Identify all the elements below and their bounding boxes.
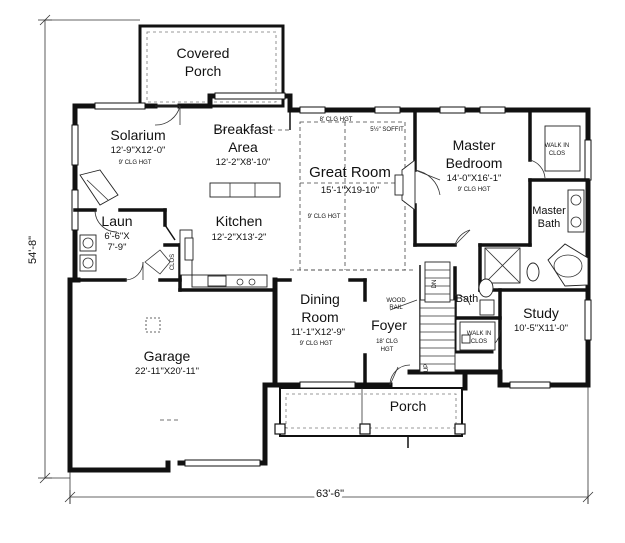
- garage-fixtures: [145, 317, 161, 333]
- garage-label: Garage: [144, 348, 191, 364]
- garage-dims: 22'-11"X20'-11": [135, 366, 199, 377]
- master-bedroom-label-line1: Master: [453, 137, 496, 153]
- closet-label: CLOS: [170, 254, 176, 270]
- laundry-fixtures: [79, 234, 171, 275]
- wood-rail-line1: WOOD: [386, 298, 406, 304]
- laundry-dims-line2: 7'-9": [108, 242, 127, 253]
- great-room-dims: 15'-1"X19-10": [321, 185, 379, 196]
- breakfast-label-line1: Breakfast: [213, 121, 272, 137]
- dining-dims: 11'-1"X12'-9": [291, 327, 345, 338]
- master-bedroom-dims: 14'-0"X16'-1": [447, 173, 502, 184]
- fireplace: [394, 159, 416, 211]
- porch-label: Porch: [390, 398, 427, 414]
- room-kitchen: Kitchen 12'-2"X13'-2": [212, 213, 267, 243]
- foyer-label: Foyer: [371, 317, 407, 333]
- solarium-dims: 12'-9"X12'-0": [111, 145, 166, 156]
- kitchen-fixtures: [179, 182, 281, 288]
- foyer-ceiling-line2: HGT: [381, 347, 394, 353]
- room-laundry: Laun 6'-6"X 7'-9": [101, 213, 132, 253]
- great-room-soffit-note: 5½" SOFFIT: [370, 126, 404, 133]
- master-bedroom-ceiling-note: 9' CLG HGT: [458, 187, 491, 193]
- dining-label-line2: Room: [301, 309, 338, 325]
- covered-porch-label-line2: Porch: [185, 63, 222, 79]
- solarium-corner-unit: [79, 169, 119, 206]
- room-foyer: WOOD RAIL Foyer 18' CLG HGT DN UP: [371, 280, 438, 373]
- great-room-label: Great Room: [309, 164, 391, 181]
- windows: [71, 92, 592, 467]
- walk-in-study-line2: CLOS: [471, 339, 487, 345]
- overall-width-label: 63'-6": [316, 488, 344, 500]
- room-master-bath: Master Bath: [532, 205, 566, 230]
- overall-depth-label: 54'-8": [27, 236, 39, 264]
- laundry-label: Laun: [101, 213, 132, 229]
- breakfast-dims: 12'-2"X8'-10": [216, 157, 271, 168]
- master-bath-label-line1: Master: [532, 205, 566, 217]
- room-covered-porch: Covered Porch: [177, 45, 230, 79]
- stairs-up-label: UP: [424, 364, 430, 372]
- room-master-bedroom: Master Bedroom 14'-0"X16'-1" 9' CLG HGT: [446, 137, 503, 193]
- master-bath-fixtures: [484, 125, 589, 287]
- walk-in-master-line2: CLOS: [549, 151, 565, 157]
- stairs-down-label: DN: [432, 280, 438, 289]
- master-bath-label-line2: Bath: [538, 218, 561, 230]
- laundry-dims-line1: 6'-6"X: [104, 231, 130, 242]
- foyer-ceiling-line1: 18' CLG: [376, 339, 398, 345]
- breakfast-label-line2: Area: [228, 139, 258, 155]
- room-solarium: Solarium 12'-9"X12'-0" 9' CLG HGT: [110, 127, 165, 166]
- walk-in-master-line1: WALK IN: [545, 143, 569, 149]
- room-garage: Garage 22'-11"X20'-11": [135, 348, 199, 377]
- room-breakfast-area: Breakfast Area 12'-2"X8'-10": [213, 121, 272, 168]
- solarium-ceiling-note: 9' CLG HGT: [119, 160, 152, 166]
- master-bedroom-label-line2: Bedroom: [446, 155, 503, 171]
- dining-ceiling-note: 9' CLG HGT: [300, 341, 333, 347]
- great-room-ceiling-side: 9' CLG HGT: [308, 214, 341, 220]
- great-room-ceiling-top: 8' CLG HGT: [320, 117, 353, 123]
- dimension-lines: [38, 14, 594, 504]
- room-great-room: 8' CLG HGT 5½" SOFFIT Great Room 15'-1"X…: [308, 117, 404, 220]
- covered-porch-label-line1: Covered: [177, 45, 230, 61]
- front-porch-outline: [274, 387, 466, 448]
- kitchen-dims: 12'-2"X13'-2": [212, 232, 267, 243]
- wood-rail-line2: RAIL: [389, 305, 403, 311]
- dining-label-line1: Dining: [300, 291, 340, 307]
- room-walk-in-master: WALK IN CLOS: [545, 143, 569, 157]
- bath-label: Bath: [456, 293, 479, 305]
- room-study: Study 10'-5"X11'-0": [514, 305, 568, 334]
- study-label: Study: [523, 305, 559, 321]
- kitchen-label: Kitchen: [216, 213, 263, 229]
- solarium-label: Solarium: [110, 127, 165, 143]
- walk-in-study-line1: WALK IN: [467, 331, 491, 337]
- bath-fixtures: [459, 278, 496, 351]
- stairs: [389, 261, 456, 373]
- doors: [94, 105, 546, 386]
- study-dims: 10'-5"X11'-0": [514, 323, 568, 334]
- room-walk-in-study: WALK IN CLOS: [467, 331, 491, 345]
- room-dining: Dining Room 11'-1"X12'-9" 9' CLG HGT: [291, 291, 345, 347]
